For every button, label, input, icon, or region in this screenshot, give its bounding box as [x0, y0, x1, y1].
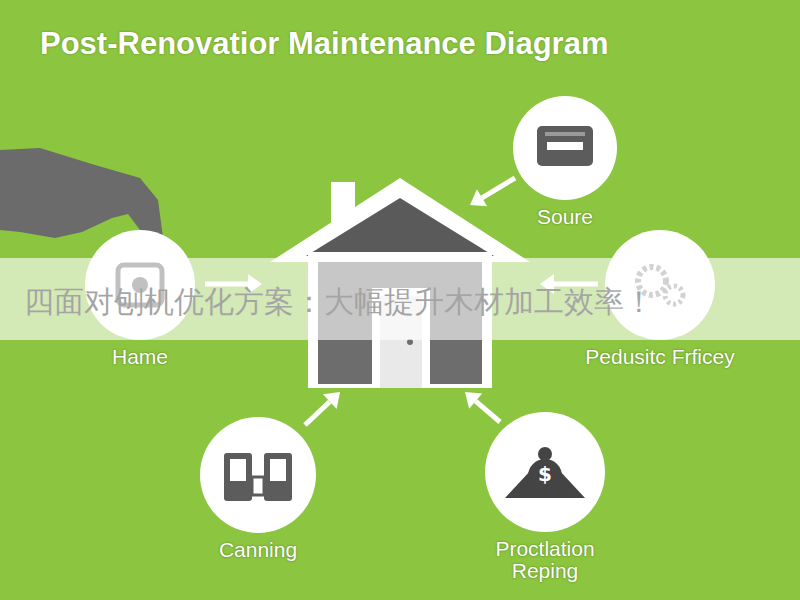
house [270, 178, 530, 388]
icon-circle-node: Soure [455, 96, 675, 231]
banner-text: 四面对刨机优化方案：大幅提升木材加工效率！ [24, 282, 654, 323]
node-icon [224, 453, 292, 501]
node-label: Canning [148, 539, 368, 561]
icon-symbol: $ [530, 462, 560, 486]
icon-circle-node: Proctlation Reping [445, 412, 645, 585]
diagram-title: Post-Renovatior Maintenance Diagram [40, 26, 608, 62]
node-icon [505, 447, 585, 498]
arrow-head [465, 392, 482, 409]
node-label: Hame [30, 346, 250, 368]
icon-circle-node: Canning [148, 417, 368, 564]
arrow-head [323, 392, 340, 409]
node-circle [148, 417, 368, 535]
arrow-line [476, 401, 500, 422]
node-circle [455, 96, 675, 202]
arrow-line [482, 178, 515, 198]
node-label: Proctlation Reping [470, 538, 620, 582]
arrow-line [305, 402, 330, 425]
node-label: Soure [455, 206, 675, 228]
node-label: Pedusitc Frficey [550, 346, 770, 368]
arrow-head [470, 189, 487, 206]
node-icon [537, 126, 593, 166]
